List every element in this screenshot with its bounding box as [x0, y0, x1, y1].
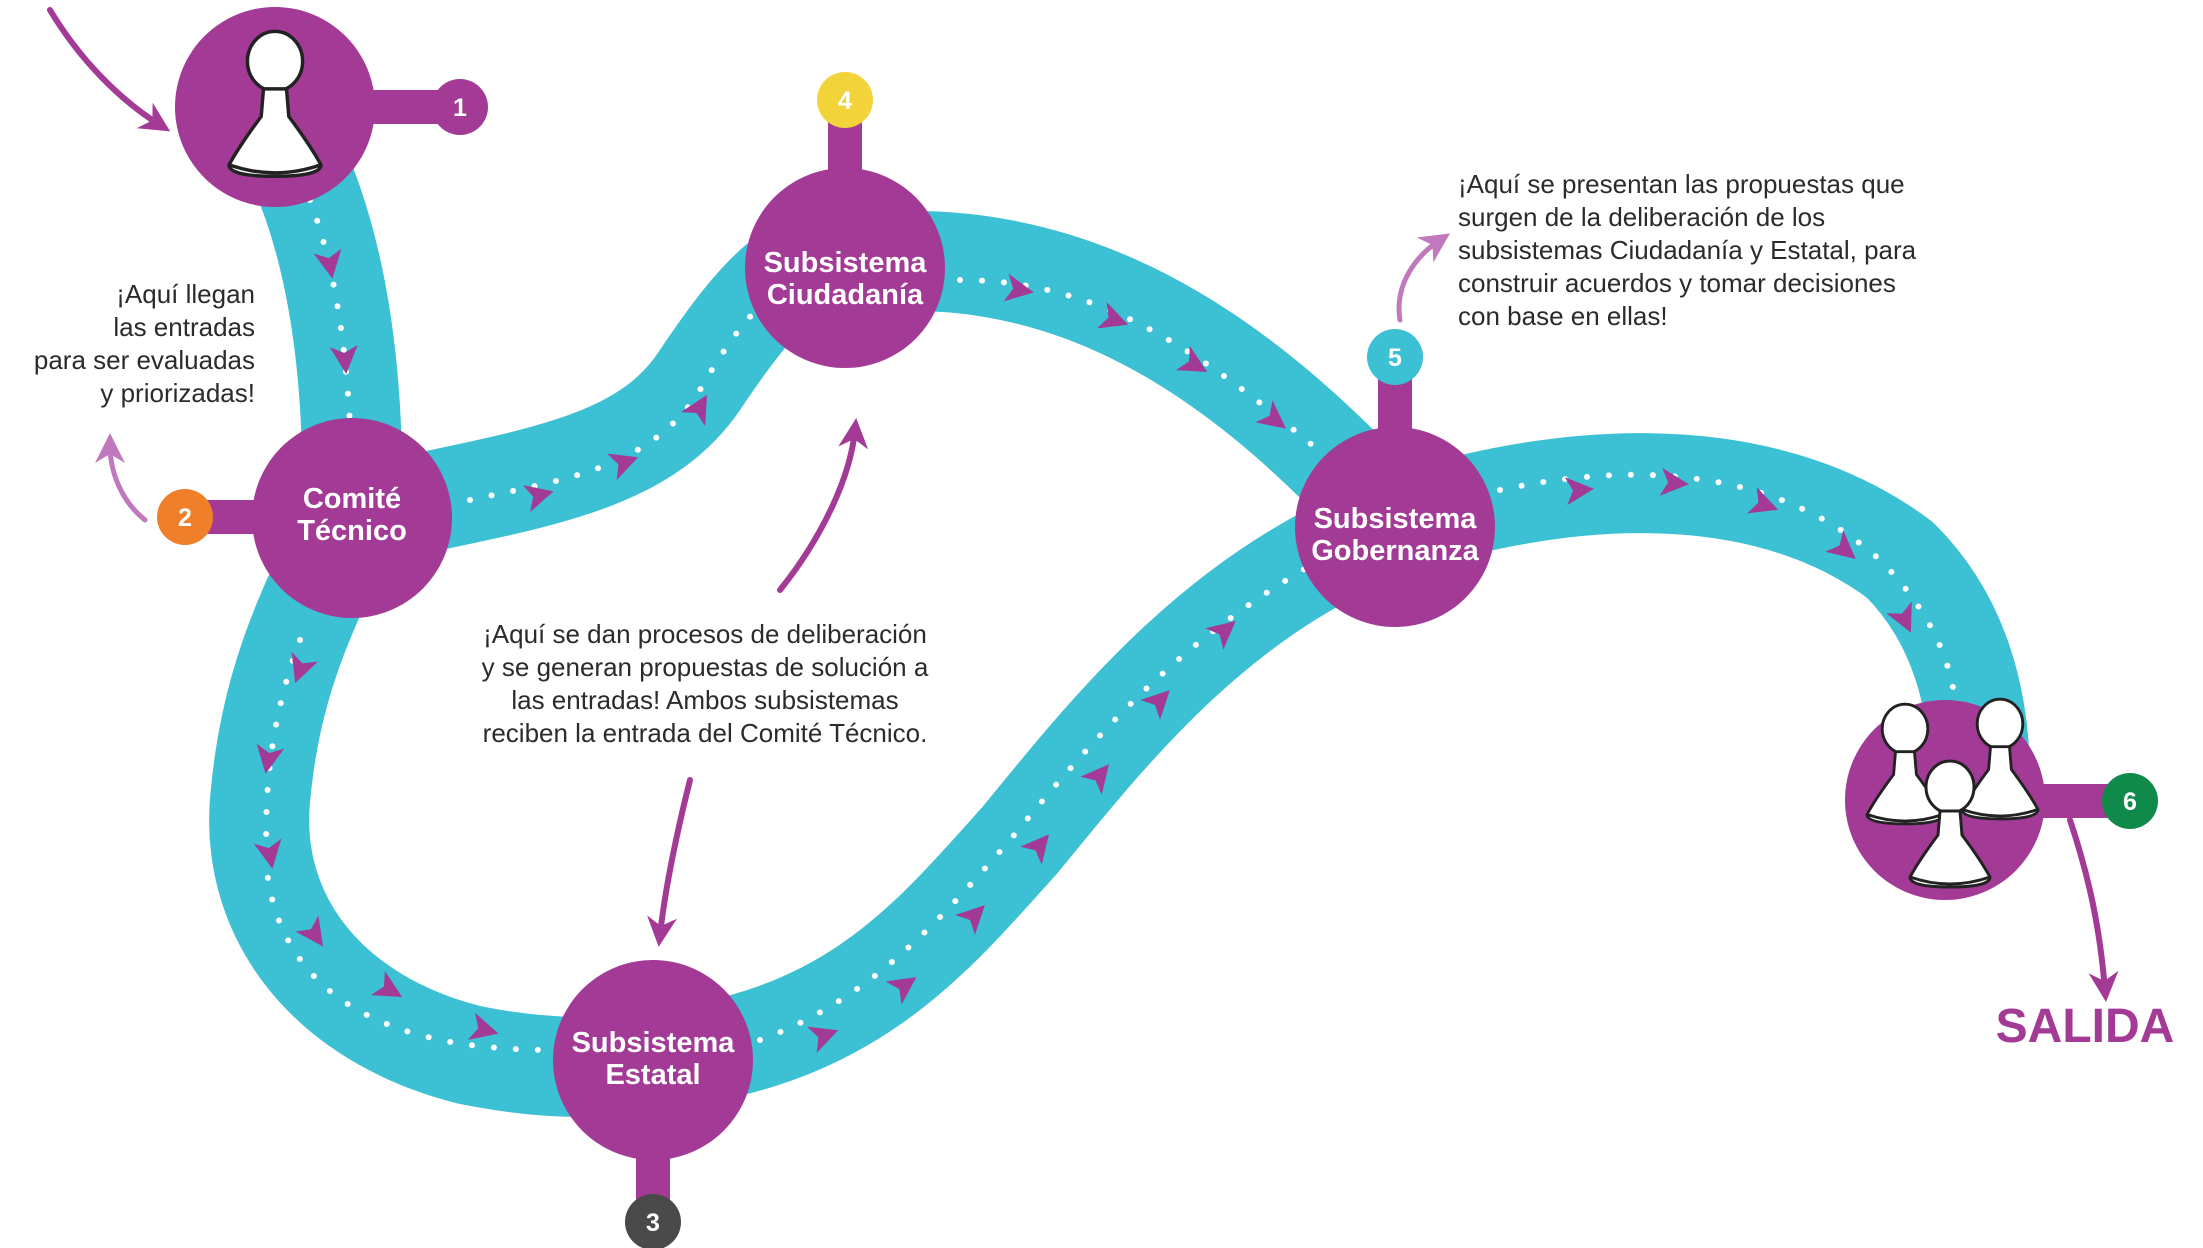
chevron-icon	[1097, 302, 1129, 329]
entry-arrow	[47, 7, 171, 132]
chevron-icon	[1255, 400, 1287, 429]
svg-text:y priorizadas!: y priorizadas!	[100, 378, 255, 408]
chevron-icon	[295, 915, 324, 947]
note-gobernanza: ¡Aquí se presentan las propuestas que su…	[1458, 169, 1917, 331]
svg-text:surgen de la deliberación de l: surgen de la deliberación de los	[1458, 202, 1825, 232]
comite-line2: Técnico	[297, 515, 407, 547]
road-chevrons	[253, 248, 1912, 1053]
road-gobernanza-to-finish	[1345, 433, 2030, 830]
exit-label: SALIDA	[1996, 1000, 2175, 1053]
chevron-icon	[1205, 621, 1236, 650]
svg-text:para ser evaluadas: para ser evaluadas	[34, 345, 255, 375]
gobernanza-line2: Gobernanza	[1311, 535, 1479, 567]
road-comite-to-estatal	[209, 468, 703, 1117]
note-arrow-gobernanza	[1396, 233, 1450, 323]
badge-6-label: 6	[2123, 788, 2137, 816]
node-subsistema-estatal: Subsistema Estatal	[553, 960, 753, 1160]
chevron-icon	[807, 1026, 839, 1053]
road-estatal-to-gobernanza	[603, 475, 1445, 1110]
chevron-icon	[1747, 487, 1779, 514]
badge-2-label: 2	[178, 504, 192, 532]
chevron-icon	[1175, 345, 1208, 372]
svg-text:¡Aquí llegan: ¡Aquí llegan	[116, 279, 255, 309]
svg-text:las entradas: las entradas	[113, 312, 255, 342]
chevron-icon	[291, 652, 318, 684]
badge-5-label: 5	[1388, 344, 1402, 372]
chevron-icon	[253, 838, 282, 869]
badge-1-label: 1	[453, 94, 467, 122]
start-node	[175, 7, 375, 207]
chevron-icon	[1003, 273, 1034, 302]
estatal-line1: Subsistema	[572, 1027, 736, 1059]
chevron-icon	[1020, 834, 1049, 865]
chevron-icon	[467, 1012, 499, 1040]
svg-text:¡Aquí se dan procesos de delib: ¡Aquí se dan procesos de deliberación	[483, 619, 927, 649]
svg-text:reciben la entrada del Comité: reciben la entrada del Comité Técnico.	[483, 718, 928, 748]
node-comite-tecnico: Comité Técnico	[252, 418, 452, 618]
note-arrow-ciudadania	[777, 418, 869, 593]
chevron-icon	[1564, 477, 1594, 506]
node-subsistema-gobernanza: Subsistema Gobernanza	[1295, 427, 1495, 627]
node-subsistema-ciudadania: Subsistema Ciudadanía	[745, 168, 945, 368]
exit-arrow	[2067, 817, 2119, 1002]
note-arrow-estatal	[647, 777, 693, 947]
comite-line1: Comité	[303, 483, 401, 515]
note-arrow-entradas	[95, 433, 148, 523]
chevron-icon	[1659, 467, 1689, 496]
chevron-icon	[313, 248, 342, 279]
svg-text:subsistemas Ciudadanía y Estat: subsistemas Ciudadanía y Estatal, para	[1458, 235, 1917, 265]
chevron-icon	[885, 976, 917, 1005]
chevron-icon	[256, 743, 285, 774]
svg-text:las entradas! Ambos subsistema: las entradas! Ambos subsistemas	[511, 685, 898, 715]
ciudadania-line2: Ciudadanía	[767, 279, 924, 311]
chevron-icon	[370, 970, 403, 997]
badge-3-label: 3	[646, 1209, 660, 1237]
svg-text:con base en ellas!: con base en ellas!	[1458, 301, 1668, 331]
chevron-icon	[1886, 601, 1912, 633]
chevron-icon	[607, 453, 639, 480]
chevron-icon	[680, 394, 707, 427]
svg-text:y se generan propuestas de sol: y se generan propuestas de solución a	[482, 652, 929, 682]
badge-6: 6	[2000, 773, 2158, 829]
chevron-icon	[1080, 764, 1109, 795]
ciudadania-line1: Subsistema	[764, 247, 928, 279]
badge-4-label: 4	[838, 87, 852, 115]
note-deliberacion: ¡Aquí se dan procesos de deliberación y …	[482, 619, 929, 748]
chevron-icon	[1140, 690, 1170, 720]
chevron-icon	[329, 344, 358, 374]
finish-node	[1845, 697, 2045, 900]
chevron-icon	[522, 485, 554, 513]
estatal-line2: Estatal	[605, 1059, 700, 1091]
badge-2: 2	[157, 489, 265, 545]
note-entradas: ¡Aquí llegan las entradas para ser evalu…	[34, 279, 255, 408]
svg-text:construir acuerdos y tomar dec: construir acuerdos y tomar decisiones	[1458, 268, 1896, 298]
gobernanza-line1: Subsistema	[1314, 503, 1478, 535]
svg-text:¡Aquí se presentan las propues: ¡Aquí se presentan las propuestas que	[1458, 169, 1905, 199]
chevron-icon	[1825, 530, 1856, 559]
